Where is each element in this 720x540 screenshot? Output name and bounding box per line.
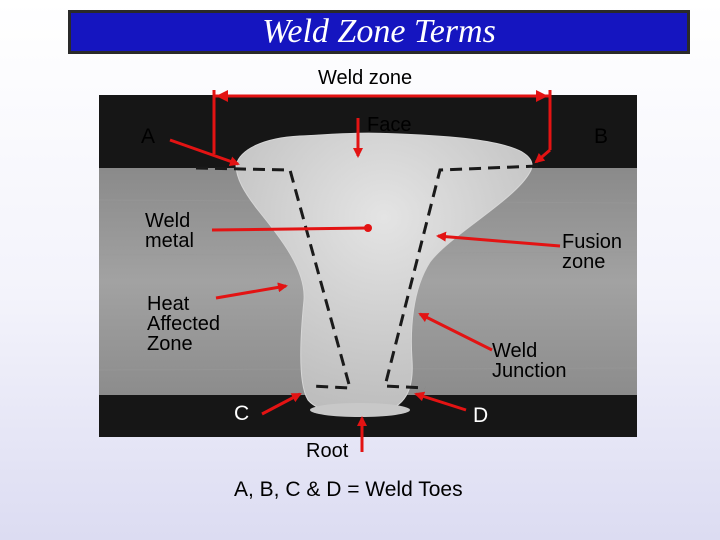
weld-junction-label: Weld Junction [492, 341, 567, 381]
weld-metal-line1: Weld [145, 210, 191, 232]
fusion-zone-label: Fusion zone [562, 232, 622, 272]
weld-junction-line1: Weld [492, 340, 538, 362]
toe-c-label: C [234, 402, 250, 425]
haz-line2: Affected [147, 313, 221, 335]
face-label: Face [367, 114, 412, 136]
weld-bead [235, 132, 533, 415]
heat-affected-zone-label: Heat Affected Zone [147, 294, 220, 354]
haz-line3: Zone [147, 333, 193, 355]
weld-zone-dimension [212, 90, 552, 104]
toe-d-label: D [473, 404, 489, 427]
weld-root [310, 403, 410, 417]
fusion-boundary [195, 164, 539, 390]
weld-junction-line2: Junction [492, 360, 567, 382]
slide-title: Weld Zone Terms [262, 13, 496, 50]
fusion-zone-line2: zone [562, 251, 606, 273]
root-label: Root [306, 440, 349, 462]
annotation-arrows [169, 104, 561, 452]
weld-zone-label: Weld zone [318, 67, 413, 89]
toe-a-label: A [141, 125, 156, 148]
weld-metal-line2: metal [145, 230, 194, 252]
title-bar: Weld Zone Terms [68, 10, 690, 54]
toe-b-label: B [594, 125, 609, 148]
haz-line1: Heat [147, 293, 190, 315]
weld-metal-label: Weld metal [145, 211, 194, 251]
weld-toes-footnote: A, B, C & D = Weld Toes [234, 478, 463, 501]
fusion-zone-line1: Fusion [562, 231, 623, 253]
